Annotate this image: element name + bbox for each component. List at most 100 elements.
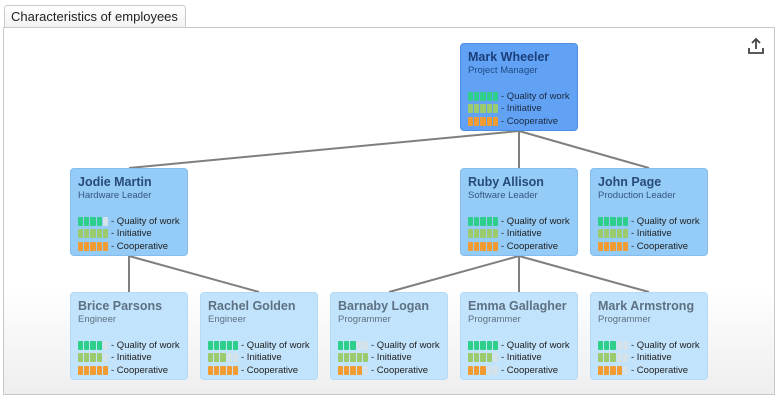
rating-bar-initiative <box>78 353 109 362</box>
rating-segment <box>78 216 84 226</box>
rating-bar-initiative <box>468 229 499 238</box>
rating-segment <box>84 216 90 226</box>
rating-segment <box>468 91 474 101</box>
rating-bar-quality <box>598 340 629 350</box>
rating-segment <box>78 241 84 251</box>
rating-segment <box>486 104 492 113</box>
rating-segment <box>598 340 604 350</box>
employee-title: Programmer <box>468 314 521 325</box>
rating-label: - Initiative <box>111 228 152 239</box>
rating-segment <box>96 340 102 350</box>
rating-label: - Quality of work <box>501 339 570 351</box>
rating-segment <box>350 365 356 375</box>
rating-segment <box>84 229 90 238</box>
rating-segment <box>344 340 350 350</box>
rating-label: - Initiative <box>501 352 542 363</box>
rating-quality: - Quality of work <box>468 339 571 351</box>
rating-bar-initiative <box>208 353 239 362</box>
employee-name: Emma Gallagher <box>468 299 567 313</box>
rating-segment <box>208 365 214 375</box>
rating-segment <box>90 365 96 375</box>
rating-segment <box>480 216 486 226</box>
rating-segment <box>492 241 499 251</box>
employee-ratings: - Quality of work- Initiative- Cooperati… <box>208 339 311 376</box>
rating-segment <box>492 340 499 350</box>
rating-segment <box>90 216 96 226</box>
employee-ratings: - Quality of work- Initiative- Cooperati… <box>78 339 181 376</box>
rating-segment <box>226 353 232 362</box>
employee-ratings: - Quality of work- Initiative- Cooperati… <box>468 90 571 127</box>
rating-label: - Initiative <box>501 103 542 114</box>
link-mark-wheeler-to-john-page <box>518 130 650 169</box>
rating-bar-quality <box>598 216 629 226</box>
rating-segment <box>492 104 499 113</box>
rating-label: - Cooperative <box>631 364 689 376</box>
rating-bar-quality <box>468 216 499 226</box>
rating-quality: - Quality of work <box>468 90 571 102</box>
rating-label: - Cooperative <box>501 364 559 376</box>
rating-bar-cooperative <box>338 365 369 375</box>
rating-segment <box>84 241 90 251</box>
link-ruby-allison-to-barnaby-logan <box>388 255 520 293</box>
rating-segment <box>468 116 474 126</box>
rating-segment <box>220 340 226 350</box>
rating-label: - Quality of work <box>111 339 180 351</box>
rating-bar-initiative <box>598 353 629 362</box>
rating-cooperative: - Cooperative <box>598 364 701 376</box>
link-ruby-allison-to-mark-armstrong <box>518 255 650 293</box>
rating-cooperative: - Cooperative <box>598 240 701 252</box>
rating-bar-cooperative <box>468 241 499 251</box>
rating-segment <box>468 365 474 375</box>
rating-initiative: - Initiative <box>338 352 441 364</box>
rating-segment <box>598 241 604 251</box>
rating-segment <box>344 365 350 375</box>
rating-segment <box>616 365 622 375</box>
rating-bar-quality <box>78 216 109 226</box>
rating-segment <box>338 365 344 375</box>
rating-label: - Quality of work <box>501 90 570 102</box>
export-icon[interactable] <box>746 36 766 56</box>
employee-name: Rachel Golden <box>208 299 296 313</box>
rating-segment <box>474 353 480 362</box>
rating-quality: - Quality of work <box>468 215 571 227</box>
rating-initiative: - Initiative <box>598 228 701 240</box>
rating-segment <box>102 229 109 238</box>
rating-label: - Cooperative <box>111 240 169 252</box>
employee-title: Production Leader <box>598 190 676 201</box>
rating-segment <box>356 365 362 375</box>
rating-segment <box>468 216 474 226</box>
rating-segment <box>492 116 499 126</box>
rating-segment <box>480 241 486 251</box>
rating-label: - Cooperative <box>111 364 169 376</box>
rating-segment <box>604 365 610 375</box>
tab-characteristics-of-employees[interactable]: Characteristics of employees <box>4 5 186 27</box>
rating-segment <box>610 216 616 226</box>
rating-segment <box>604 353 610 362</box>
rating-bar-cooperative <box>468 365 499 375</box>
rating-segment <box>480 365 486 375</box>
rating-segment <box>468 104 474 113</box>
rating-segment <box>232 340 239 350</box>
rating-segment <box>78 353 84 362</box>
rating-cooperative: - Cooperative <box>468 364 571 376</box>
rating-segment <box>362 365 369 375</box>
rating-segment <box>208 353 214 362</box>
rating-cooperative: - Cooperative <box>468 240 571 252</box>
employee-name: Ruby Allison <box>468 175 544 189</box>
rating-segment <box>214 353 220 362</box>
employee-title: Programmer <box>598 314 651 325</box>
rating-initiative: - Initiative <box>78 228 181 240</box>
rating-bar-cooperative <box>78 365 109 375</box>
rating-segment <box>598 365 604 375</box>
rating-segment <box>102 216 109 226</box>
rating-segment <box>474 340 480 350</box>
